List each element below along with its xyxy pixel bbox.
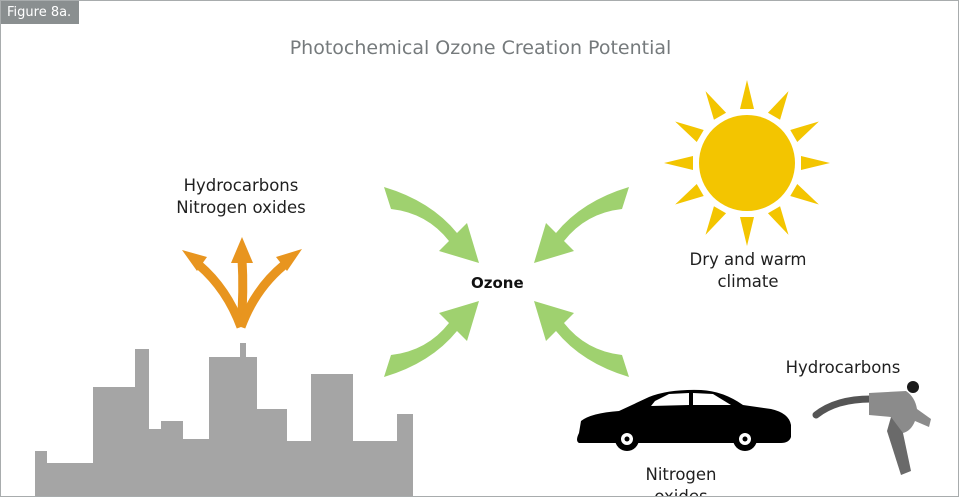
- ozone-label: Ozone: [471, 274, 524, 292]
- green-arrow-icon: [384, 187, 629, 377]
- car-icon: [577, 389, 791, 451]
- fuel-label: Hydrocarbons: [785, 358, 901, 377]
- sun-icon: [664, 80, 830, 246]
- car-label: Nitrogen oxides: [645, 465, 717, 497]
- city-emissions-label: Hydrocarbons Nitrogen oxides: [171, 175, 311, 219]
- sun-label-line1: Dry and warm: [689, 250, 807, 269]
- city-skyline-icon: [35, 343, 413, 496]
- figure-label: Figure 8a.: [1, 1, 80, 24]
- city-emissions-line1: Hydrocarbons: [183, 176, 299, 195]
- sun-label-line2: climate: [717, 272, 779, 291]
- sun-label: Dry and warm climate: [687, 249, 809, 293]
- city-emissions-line2: Nitrogen oxides: [176, 198, 306, 217]
- diagram-title: Photochemical Ozone Creation Potential: [289, 37, 672, 59]
- orange-emission-arrows-icon: [182, 237, 302, 329]
- fuel-nozzle-icon: [812, 381, 931, 475]
